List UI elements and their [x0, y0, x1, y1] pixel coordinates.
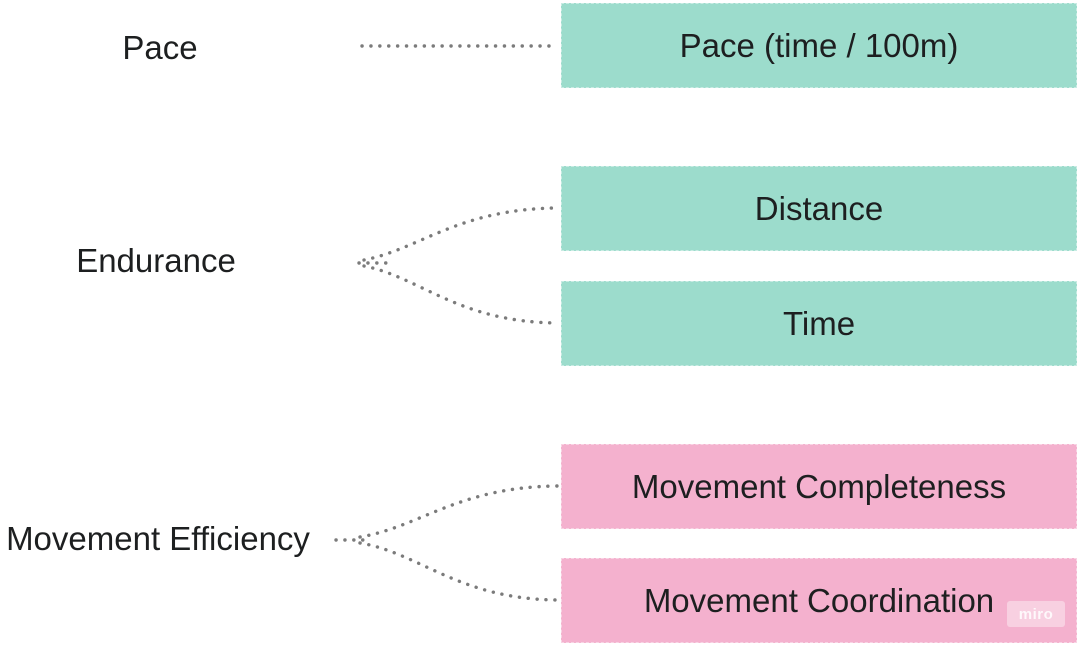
miro-watermark: miro: [1007, 601, 1065, 627]
node-label: Pace (time / 100m): [679, 26, 959, 64]
node-distance: Distance: [561, 166, 1077, 251]
miro-watermark-label: miro: [1018, 605, 1054, 623]
connector-movement-efficiency-lower: [358, 541, 559, 602]
node-label: Distance: [754, 189, 884, 227]
source-label-endurance: Endurance: [76, 242, 236, 280]
node-label: Movement Completeness: [631, 467, 1007, 505]
node-time: Time: [561, 281, 1077, 366]
connector-endurance-lower: [362, 264, 559, 325]
node-label: Movement Coordination: [643, 581, 995, 619]
node-movement-completeness: Movement Completeness: [561, 444, 1077, 529]
source-label-movement-efficiency: Movement Efficiency: [6, 520, 310, 558]
connector-movement-efficiency-upper: [358, 484, 559, 539]
connector-endurance-upper: [362, 206, 559, 262]
node-pace-time-per-100m: Pace (time / 100m): [561, 3, 1077, 88]
node-label: Time: [782, 304, 856, 342]
node-movement-coordination: Movement Coordination: [561, 558, 1077, 643]
source-label-pace: Pace: [122, 29, 198, 67]
